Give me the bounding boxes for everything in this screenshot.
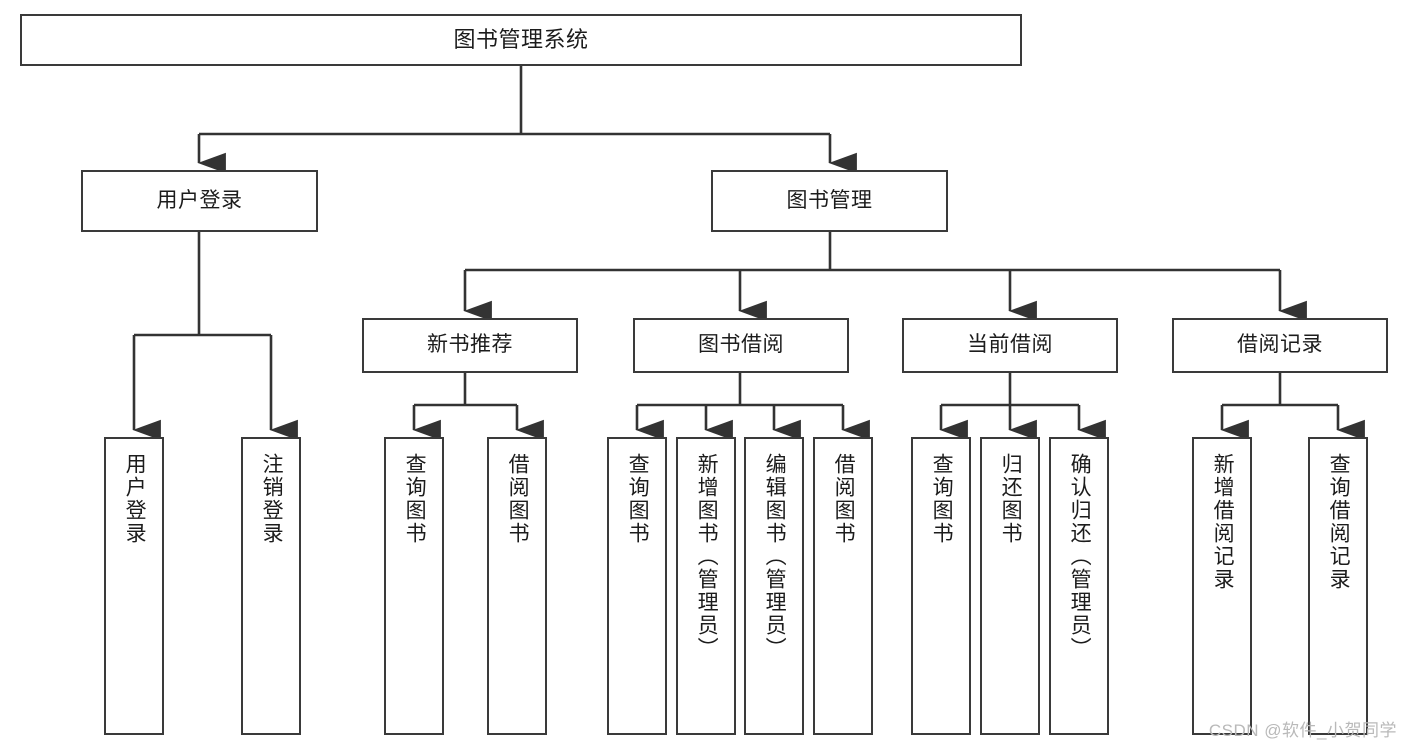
node-leaf-query-book-1[interactable]: 查询图书 (384, 437, 444, 735)
csdn-watermark: CSDN @软件_小贺同学 (1208, 721, 1397, 740)
node-current-borrow[interactable]: 当前借阅 (902, 318, 1118, 373)
node-label: 查询图书 (403, 453, 427, 545)
node-leaf-borrow-book-1[interactable]: 借阅图书 (487, 437, 547, 735)
node-label: 图书管理 (786, 188, 873, 212)
node-label: 确认归还（管理员） (1068, 453, 1092, 660)
node-leaf-borrow-book-2[interactable]: 借阅图书 (813, 437, 873, 735)
node-label: 查询图书 (930, 453, 954, 545)
node-leaf-query-record[interactable]: 查询借阅记录 (1308, 437, 1368, 735)
node-label: 用户登录 (156, 188, 243, 212)
node-leaf-add-book[interactable]: 新增图书（管理员） (676, 437, 736, 735)
node-leaf-confirm-return[interactable]: 确认归还（管理员） (1049, 437, 1109, 735)
node-leaf-query-book-3[interactable]: 查询图书 (911, 437, 971, 735)
node-label: 查询图书 (626, 453, 650, 545)
node-leaf-query-book-2[interactable]: 查询图书 (607, 437, 667, 735)
node-label: 新增借阅记录 (1211, 453, 1235, 591)
node-label: 借阅图书 (506, 453, 530, 545)
node-borrow-record[interactable]: 借阅记录 (1172, 318, 1388, 373)
node-label: 编辑图书（管理员） (763, 453, 787, 660)
node-book-borrow[interactable]: 图书借阅 (633, 318, 849, 373)
node-label: 图书借阅 (698, 333, 784, 357)
node-leaf-add-record[interactable]: 新增借阅记录 (1192, 437, 1252, 735)
node-label: 查询借阅记录 (1327, 453, 1351, 591)
node-new-book-recommend[interactable]: 新书推荐 (362, 318, 578, 373)
node-label: 借阅记录 (1237, 333, 1323, 357)
node-label: 归还图书 (999, 453, 1023, 545)
node-leaf-return-book[interactable]: 归还图书 (980, 437, 1040, 735)
node-label: 当前借阅 (967, 333, 1053, 357)
node-label: 注销登录 (260, 453, 284, 545)
node-root-system[interactable]: 图书管理系统 (20, 14, 1022, 66)
node-leaf-user-login[interactable]: 用户登录 (104, 437, 164, 735)
node-leaf-logout-login[interactable]: 注销登录 (241, 437, 301, 735)
node-label: 新增图书（管理员） (695, 453, 719, 660)
node-label: 图书管理系统 (453, 27, 589, 53)
node-label: 借阅图书 (832, 453, 856, 545)
node-label: 用户登录 (123, 453, 147, 545)
node-leaf-edit-book[interactable]: 编辑图书（管理员） (744, 437, 804, 735)
node-book-manage[interactable]: 图书管理 (711, 170, 948, 232)
node-label: 新书推荐 (427, 333, 513, 357)
node-user-login[interactable]: 用户登录 (81, 170, 318, 232)
